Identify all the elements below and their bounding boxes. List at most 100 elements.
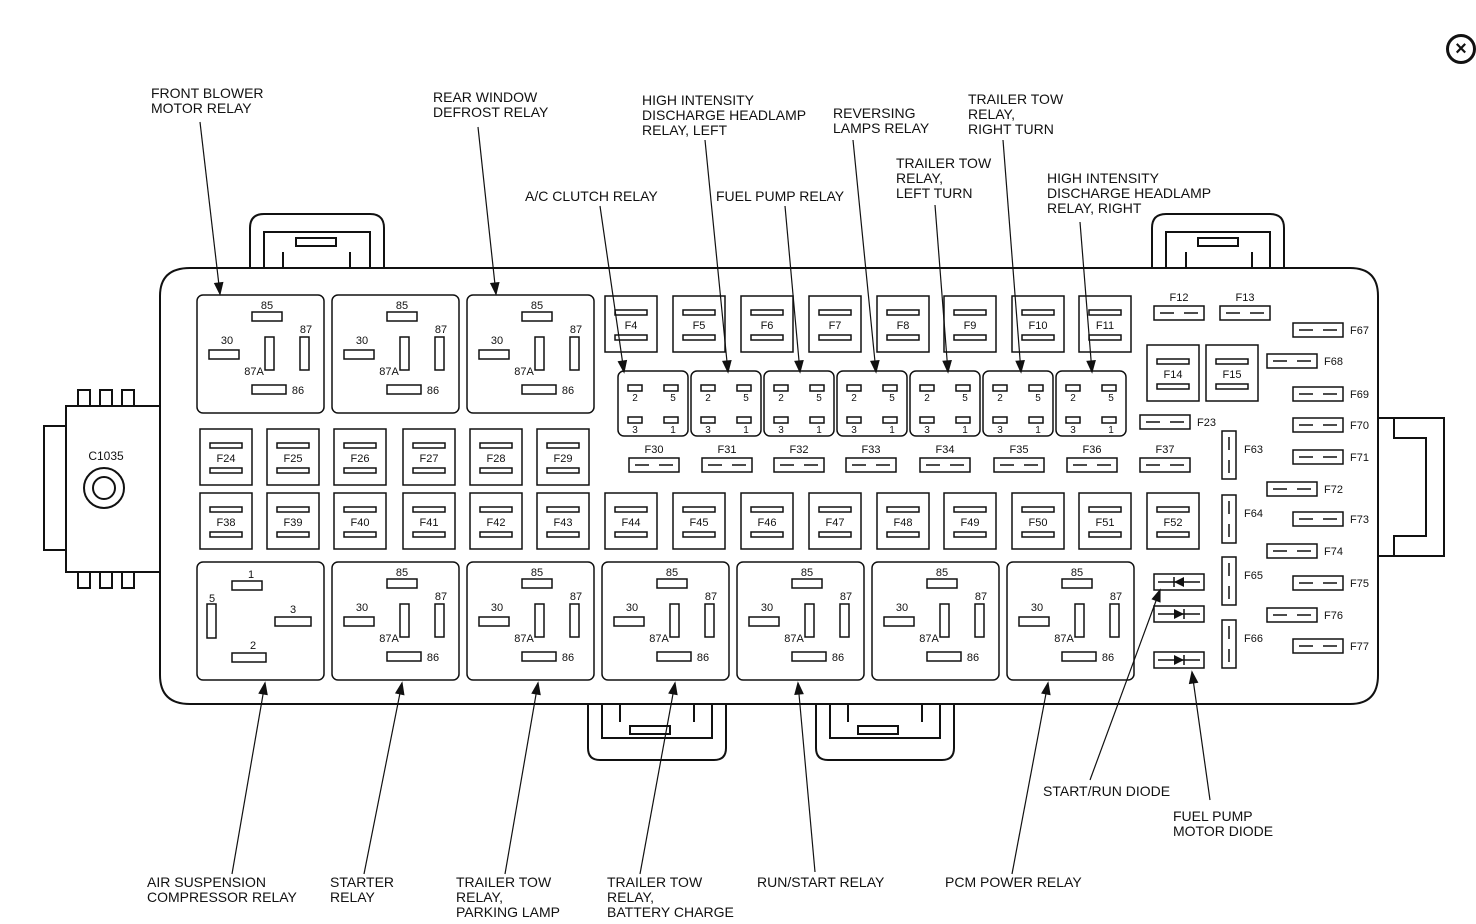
relay-pin <box>343 349 375 360</box>
mini-fuse: F74 <box>1266 543 1343 559</box>
fuse-blade <box>953 334 987 341</box>
fuse: F8 <box>876 295 930 353</box>
relay-pin-label: 85 <box>666 567 678 579</box>
mini-fuse-body <box>1139 414 1191 430</box>
diode-symbol <box>1174 655 1184 665</box>
callout-arrow <box>794 681 816 873</box>
relay-pin-label: 85 <box>936 567 948 579</box>
fuse: F51 <box>1078 492 1132 550</box>
fuse-blade <box>818 506 852 513</box>
callout-trailer-tow-left-turn: TRAILER TOW RELAY, LEFT TURN <box>896 155 992 201</box>
fuse-blade <box>1215 358 1249 365</box>
relay-pin-label: 87A <box>379 366 399 378</box>
mini-fuse: F63 <box>1221 430 1263 480</box>
fuse-label: F8 <box>897 320 910 332</box>
fuse-label: F64 <box>1244 508 1263 520</box>
mini-relay-pin-label: 3 <box>851 425 857 436</box>
mini-fuse-body <box>628 457 680 473</box>
diode <box>1153 605 1205 623</box>
mini-relay-pin-label: 1 <box>670 425 676 436</box>
fuse-body <box>1011 492 1065 550</box>
fuse: F27 <box>402 428 456 486</box>
fuse-body <box>333 428 387 486</box>
callout-arrow-head <box>258 681 268 696</box>
fuse-blade <box>412 531 446 538</box>
mini-fuse: F30 <box>628 444 680 473</box>
relay-pin <box>386 311 418 322</box>
mini-fuse-body <box>1292 575 1344 591</box>
fuse-blade <box>1215 383 1249 390</box>
mini-fuse-body <box>1292 322 1344 338</box>
fuse-label: F30 <box>645 444 664 456</box>
fuse: F49 <box>943 492 997 550</box>
fuse-body <box>199 428 253 486</box>
connector-c1035 <box>65 405 160 573</box>
fuse-body <box>1011 295 1065 353</box>
relay-pin <box>1074 603 1085 638</box>
fuse-label: F31 <box>718 444 737 456</box>
mini-relay-pin-label: 1 <box>1035 425 1041 436</box>
relay-body <box>871 561 1000 681</box>
fuse-blade <box>1021 309 1055 316</box>
mini-relay-pin <box>846 384 862 392</box>
diode-symbol <box>1174 609 1184 619</box>
fuse-blade <box>614 309 648 316</box>
mini-fuse: F64 <box>1221 494 1263 544</box>
fuse: F43 <box>536 492 590 550</box>
fuse-blade <box>1156 383 1190 390</box>
close-button[interactable]: × <box>1446 34 1476 64</box>
fuse-label: F72 <box>1324 484 1343 496</box>
mini-relay-pin <box>773 416 789 424</box>
mini-fuse: F71 <box>1292 449 1369 465</box>
relay-pin-label: 5 <box>209 593 215 605</box>
mini-relay-pin <box>1065 416 1081 424</box>
mini-relay-pin <box>663 416 679 424</box>
callout-arrow-head <box>1041 681 1051 696</box>
relay-pin-label: 86 <box>1102 652 1114 664</box>
mini-fuse: F72 <box>1266 481 1343 497</box>
fuse-body <box>1078 492 1132 550</box>
relay-pin-label: 30 <box>491 602 503 614</box>
callout-arrow <box>1089 588 1161 781</box>
mini-fuse: F12 <box>1153 292 1205 321</box>
mini-relay-pin-label: 2 <box>1070 393 1076 404</box>
bottom-clip-left <box>587 704 727 761</box>
mini-fuse-body <box>1066 457 1118 473</box>
callout-arrow-head <box>1086 360 1096 374</box>
callout-arrow-line <box>231 682 266 875</box>
relay-pin-label: 86 <box>967 652 979 664</box>
callout-arrow <box>231 681 268 875</box>
fuse-blade <box>953 309 987 316</box>
relay-pin-label: 85 <box>396 300 408 312</box>
relay-pin-label: 30 <box>626 602 638 614</box>
mini-fuse-body <box>993 457 1045 473</box>
top-clip-left <box>249 213 385 268</box>
callout-ac-clutch-relay: A/C CLUTCH RELAY <box>525 188 658 204</box>
callout-arrow-line <box>797 682 816 873</box>
mini-fuse: F68 <box>1266 353 1343 369</box>
mini-relay-pin <box>955 416 971 424</box>
relay-pin <box>1018 616 1050 627</box>
callout-arrow-line <box>784 205 801 373</box>
fuse-blade <box>546 442 580 449</box>
callout-arrow <box>477 126 500 296</box>
fuse-body <box>808 492 862 550</box>
fuse-label: F51 <box>1096 517 1115 529</box>
fuse: F47 <box>808 492 862 550</box>
mini-relay-pin-label: 1 <box>889 425 895 436</box>
mini-relay-pin-label: 5 <box>743 393 749 404</box>
fuse-body <box>740 295 794 353</box>
relay-pin-label: 86 <box>427 652 439 664</box>
diode-symbol <box>1174 577 1184 587</box>
fuse: F52 <box>1146 492 1200 550</box>
fuse-blade <box>886 334 920 341</box>
fuse-body <box>943 492 997 550</box>
relay-pin <box>839 603 850 638</box>
relay-pin-label: 85 <box>396 567 408 579</box>
right-connector <box>1378 417 1445 557</box>
relay-pin-label: 30 <box>356 335 368 347</box>
fuse-blade <box>750 531 784 538</box>
fuse-label: F26 <box>351 453 370 465</box>
